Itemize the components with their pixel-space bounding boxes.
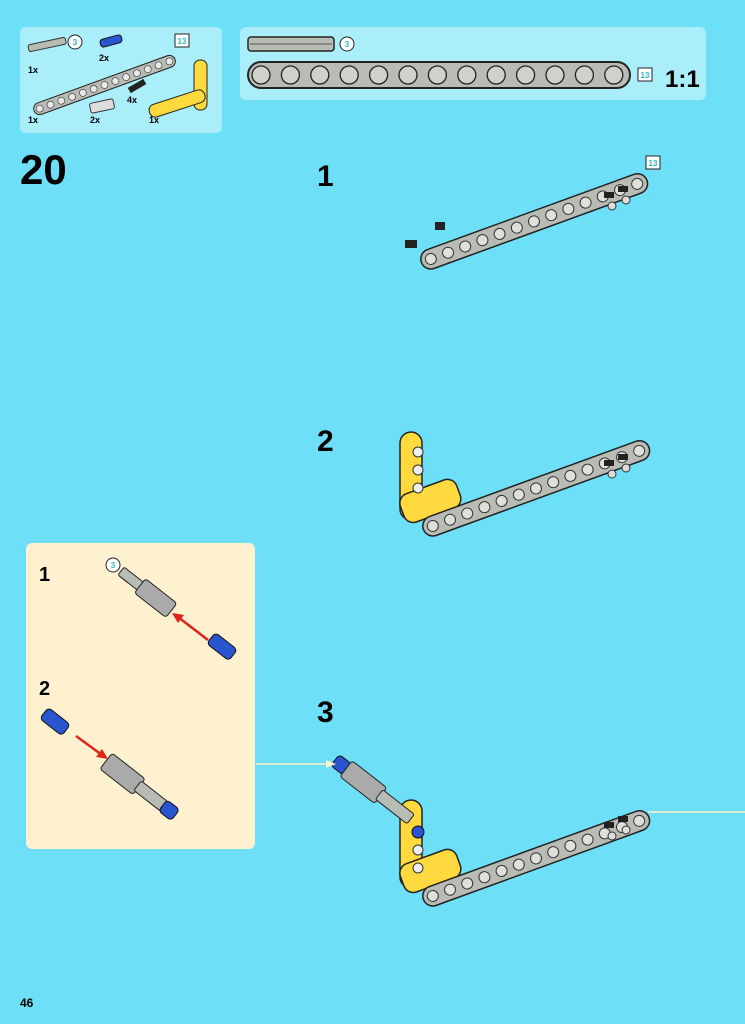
beam-ruler-badge: 13 [637, 67, 653, 82]
substep-2-number: 2 [317, 425, 334, 458]
bush-part-image [127, 78, 147, 94]
substep-1-number: 1 [317, 160, 334, 193]
parts-list-panel: 1x 2x 1x 4x 2x 1x 3 [20, 27, 222, 133]
blue-pin-part-image [99, 34, 123, 48]
svg-text:3: 3 [345, 40, 350, 49]
beam-ruler [247, 61, 631, 89]
yellow-l-beam-part-image [148, 59, 208, 118]
step3-assembly [331, 755, 654, 910]
submodel-connector-axle-1 [118, 567, 177, 617]
parts-drawing: 3 13 [27, 33, 208, 118]
part-qty-connector: 2x [90, 115, 101, 125]
submodel-step-2: 2 [39, 678, 51, 700]
scale-ruler-panel: 3 13 1:1 [240, 27, 706, 100]
length-badge-13: 13 [174, 33, 190, 48]
submodel-drawing: 3 [40, 557, 237, 820]
svg-text:3: 3 [111, 561, 116, 570]
part-qty-bush: 4x [127, 95, 138, 105]
step1-beam-assembly [405, 170, 652, 273]
scale-label: 1:1 [665, 66, 700, 93]
submodel-callout-panel: 1 2 3 [26, 543, 255, 849]
page-number: 46 [20, 996, 34, 1010]
step-number: 20 [20, 146, 67, 193]
submodel-blue-pin-1 [207, 633, 237, 660]
submodel-axle-badge: 3 [105, 557, 121, 573]
axle-ruler [247, 36, 335, 52]
axle-part-image [27, 36, 67, 52]
connector-part-image [89, 98, 115, 114]
step1-badge: 13 [645, 155, 661, 170]
svg-text:3: 3 [73, 38, 78, 47]
axle-ruler-badge: 3 [339, 36, 355, 52]
submodel-step-1: 1 [39, 564, 51, 586]
part-qty-beam: 1x [28, 115, 39, 125]
callout-connector-lines [256, 760, 745, 813]
part-qty-blue-pin: 2x [99, 53, 110, 63]
insert-arrow-1 [172, 613, 209, 641]
submodel-blue-pin-2 [40, 708, 70, 735]
substep-3-number: 3 [317, 696, 334, 729]
svg-text:13: 13 [649, 159, 658, 168]
svg-text:13: 13 [178, 37, 187, 46]
step2-assembly [399, 431, 654, 540]
insert-arrow-2 [75, 734, 108, 759]
submodel-connector-axle-2 [100, 753, 179, 820]
svg-text:13: 13 [641, 71, 650, 80]
beam-13-part-image [33, 54, 176, 116]
part-qty-axle: 1x [28, 65, 39, 75]
length-badge-3: 3 [67, 34, 83, 50]
part-qty-l-beam: 1x [149, 115, 160, 125]
ruler-drawing: 3 13 [247, 36, 653, 89]
